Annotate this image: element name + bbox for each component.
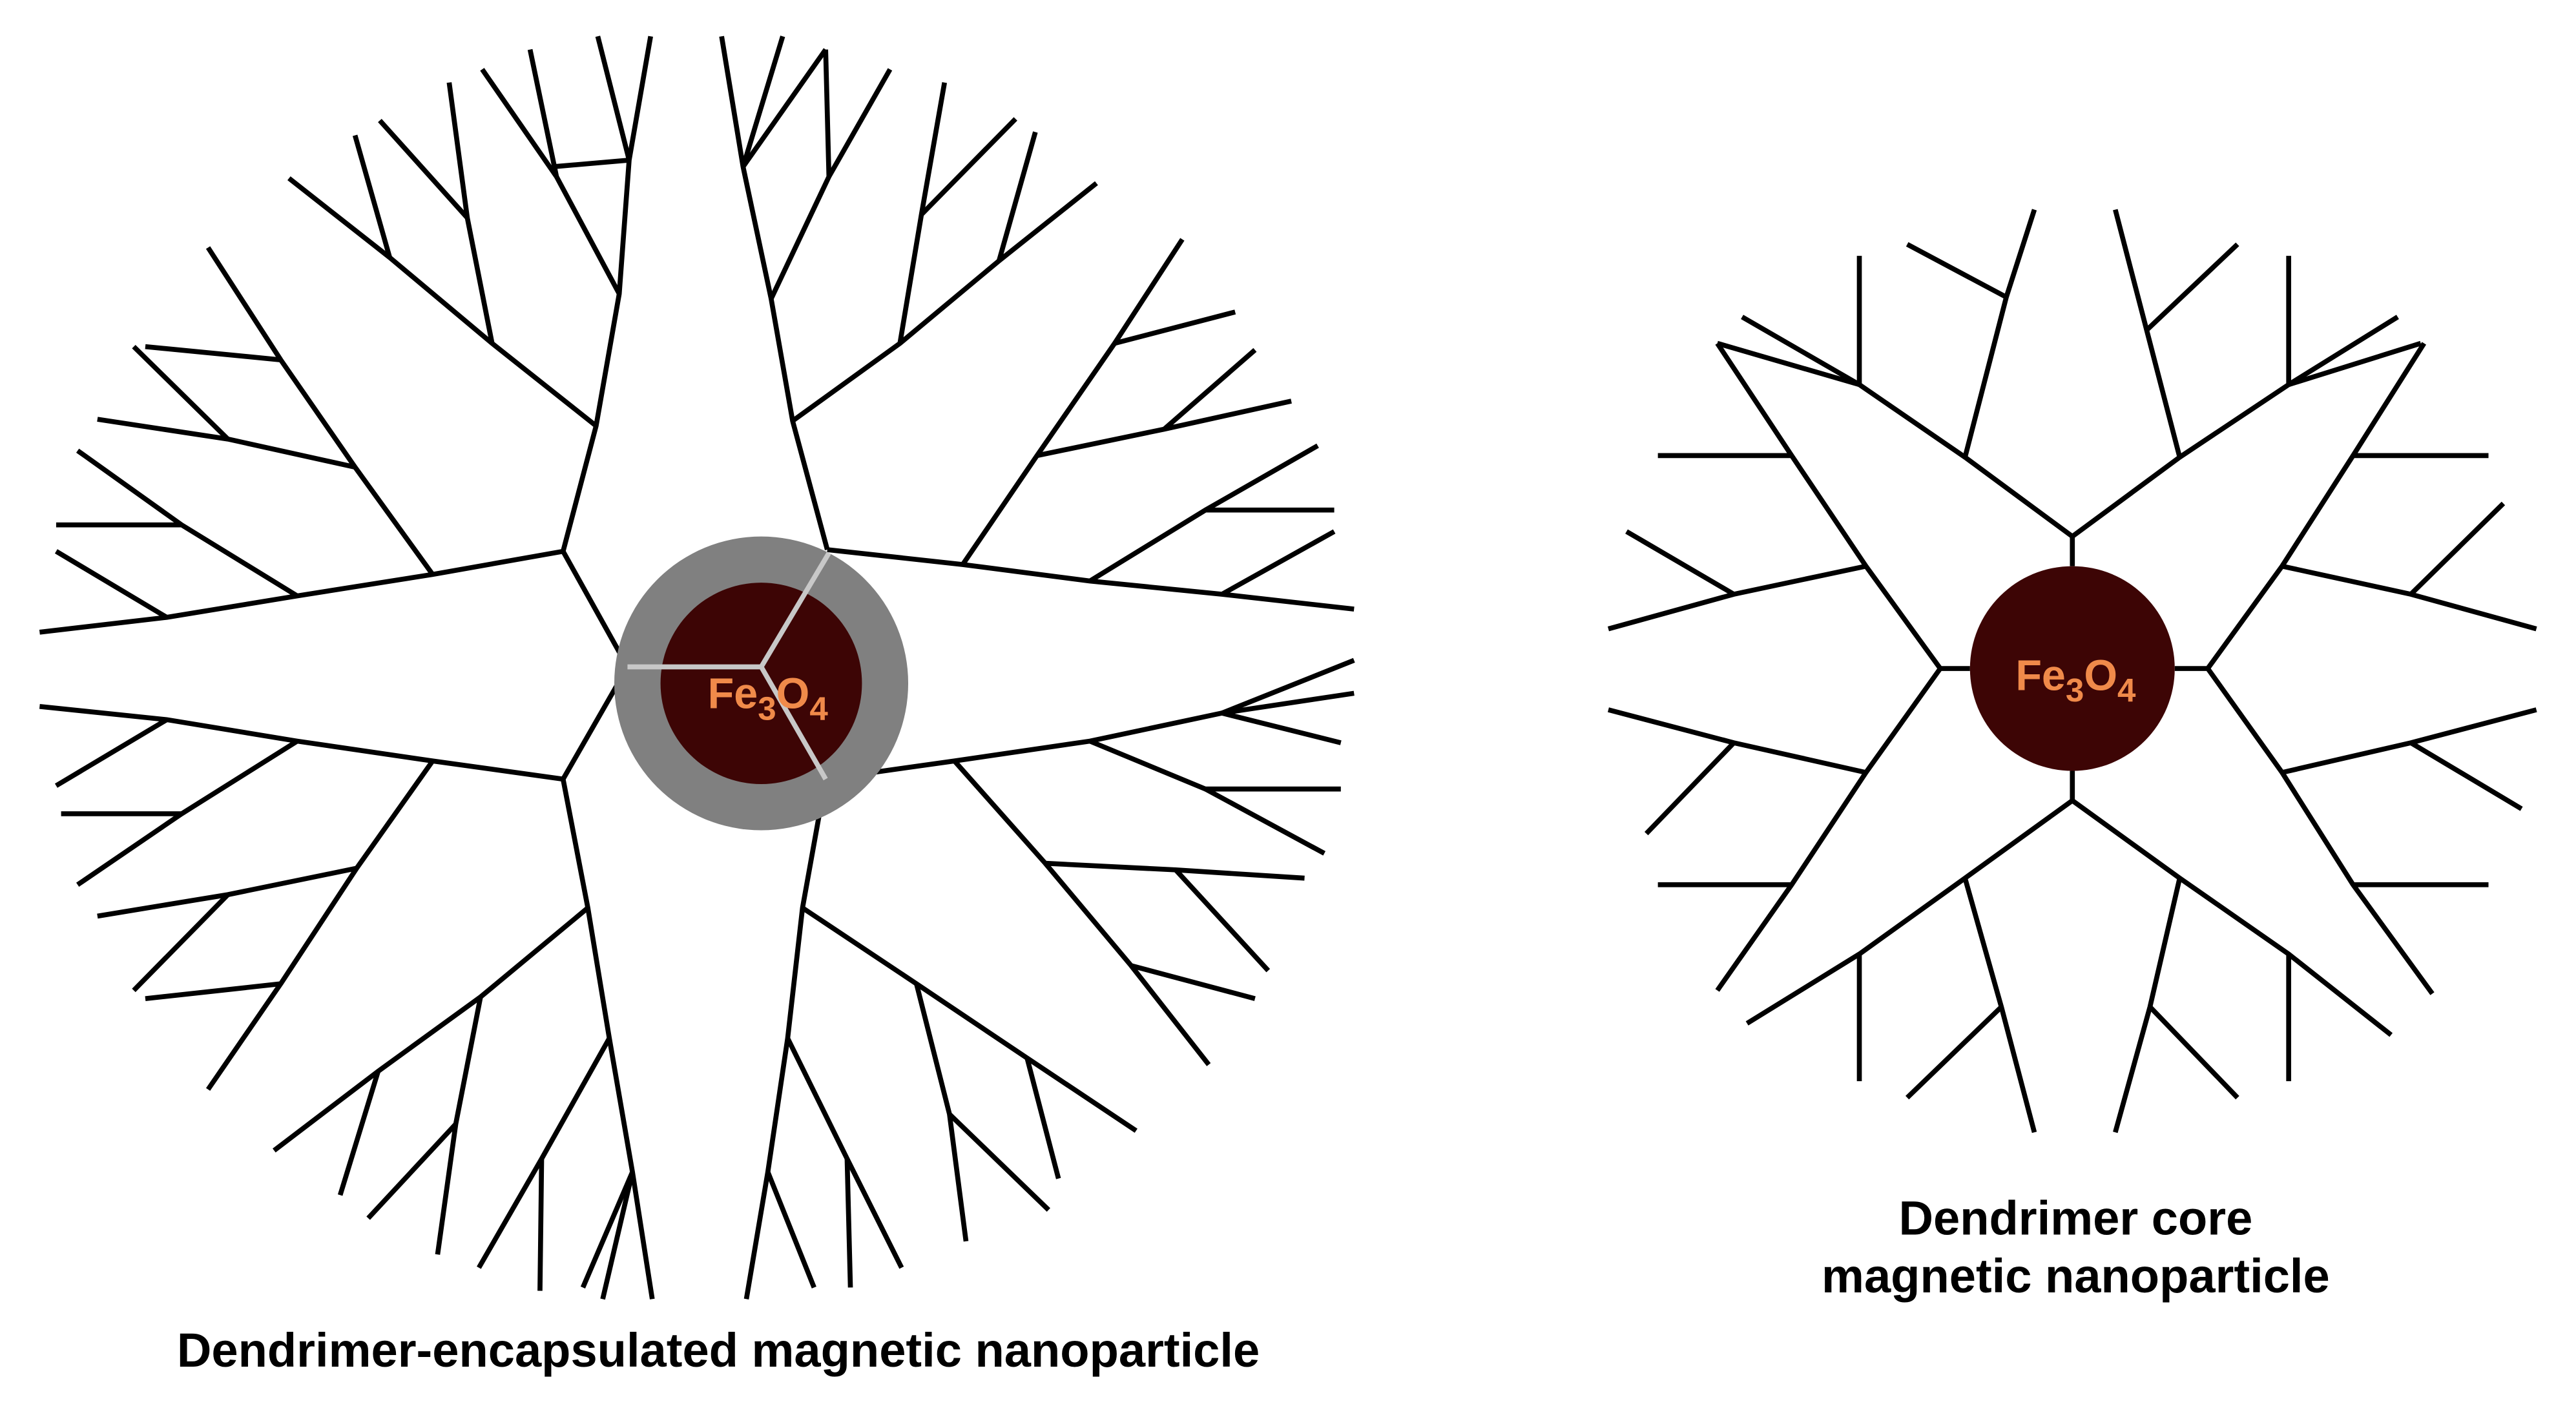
left-branch-line (844, 1158, 853, 1288)
left-branch-line (785, 1037, 904, 1269)
right-branch-line (2113, 877, 2183, 1134)
left-branch-line (446, 82, 495, 344)
right-branch-line (1905, 1005, 2004, 1100)
left-branch-line (561, 36, 654, 552)
left-branch-line (1024, 1057, 1061, 1179)
left-branch-line (1130, 963, 1256, 1001)
right-branch-line (2281, 563, 2537, 632)
left-branch-line (1088, 738, 1341, 792)
right-branch-line (1906, 242, 2008, 300)
left-branch-line (1204, 787, 1326, 856)
left-branch-line (1221, 710, 1342, 745)
left-branch-line (823, 49, 832, 177)
left-branch-line (76, 448, 299, 598)
left-branch-line (553, 158, 630, 169)
left-branch-line (801, 906, 1137, 1133)
right-branch-line (2148, 1005, 2239, 1100)
right-caption-line-1: Dendrimer core (1898, 1192, 2252, 1245)
left-caption: Dendrimer-encapsulated magnetic nanopart… (177, 1323, 1260, 1377)
left-branch-line (600, 1171, 635, 1300)
right-core-particle (1969, 566, 2175, 771)
left-branch-line (1174, 868, 1271, 973)
left-branch-line (366, 1122, 458, 1220)
left-branch-line (145, 981, 282, 1002)
left-branch-line (39, 548, 564, 635)
left-branch-line (919, 117, 1017, 216)
left-branch-line (914, 983, 969, 1242)
right-dendrimer: Fe3O4 Dendrimer core magnetic nanopartic… (1607, 209, 2537, 1303)
right-branch-line (2071, 315, 2399, 539)
right-branch-line (2281, 707, 2537, 775)
left-branch-line (961, 238, 1185, 566)
left-branch-line (996, 131, 1038, 262)
left-branch-line (537, 1159, 545, 1291)
left-core-particle (660, 583, 862, 784)
right-branch-line (1625, 529, 1736, 597)
left-dendrimer-branches (39, 36, 1355, 1300)
left-branch-line (287, 176, 598, 428)
left-branch-line (477, 1037, 612, 1269)
right-branch-line (2145, 242, 2239, 332)
left-branch-line (145, 344, 281, 362)
right-branch-line (1741, 315, 2074, 539)
right-branch-line (1745, 798, 2074, 1026)
left-branch-line (480, 68, 622, 295)
left-dendrimer: Fe3O4 Dendrimer-encapsulated magnetic na… (39, 36, 1355, 1377)
left-branch-line (54, 717, 169, 788)
left-branch-line (1114, 309, 1236, 346)
left-branch-line (740, 36, 785, 168)
right-branch-line (2409, 501, 2506, 596)
left-branch-line (791, 181, 1098, 423)
right-branch-line (2288, 340, 2422, 388)
left-branch-line (952, 759, 1211, 1066)
right-core-label: Fe3O4 (2015, 652, 2136, 709)
left-branch-line (769, 68, 893, 300)
left-branch-line (527, 48, 559, 178)
left-branch-line (741, 48, 828, 169)
right-branch-line (2205, 342, 2427, 670)
left-branch-line (1162, 347, 1257, 431)
left-core-connectors (627, 552, 831, 781)
right-branch-line (2409, 740, 2523, 811)
left-branch-line (352, 134, 393, 258)
left-branch-line (435, 996, 483, 1255)
left-branch-line (1220, 529, 1336, 597)
left-branch-line (1221, 657, 1355, 716)
left-core-label: Fe3O4 (708, 670, 829, 727)
left-branch-line (765, 1171, 816, 1289)
right-branch-line (1715, 667, 1942, 992)
left-branch-line (273, 906, 590, 1153)
left-branch-line (205, 759, 435, 1091)
left-branch-line (76, 739, 299, 887)
right-branch-line (1607, 707, 1867, 775)
left-branch-line (39, 704, 564, 782)
left-branch-line (580, 1171, 635, 1289)
left-branch-line (54, 549, 169, 620)
right-branch-line (1962, 209, 2037, 458)
right-branch-line (2071, 798, 2393, 1037)
left-branch-line (132, 893, 230, 993)
right-branch-line (2113, 209, 2183, 458)
left-branch-line (132, 344, 230, 441)
right-branch-line (1644, 741, 1736, 836)
right-branch-line (1716, 340, 1860, 388)
left-branch-line (97, 865, 357, 919)
right-branch-line (2205, 667, 2435, 995)
right-dendrimer-branches (1607, 209, 2537, 1134)
right-branch-line (1715, 342, 1942, 670)
right-branch-line (1607, 563, 1867, 632)
left-branch-line (378, 119, 470, 220)
left-branch-line (97, 417, 356, 470)
left-branch-line (948, 1112, 1050, 1212)
left-branch-line (205, 246, 435, 576)
right-caption-line-2: magnetic nanoparticle (1822, 1249, 2330, 1303)
left-branch-line (561, 550, 630, 668)
left-branch-line (337, 1070, 381, 1196)
left-branch-line (595, 36, 632, 161)
